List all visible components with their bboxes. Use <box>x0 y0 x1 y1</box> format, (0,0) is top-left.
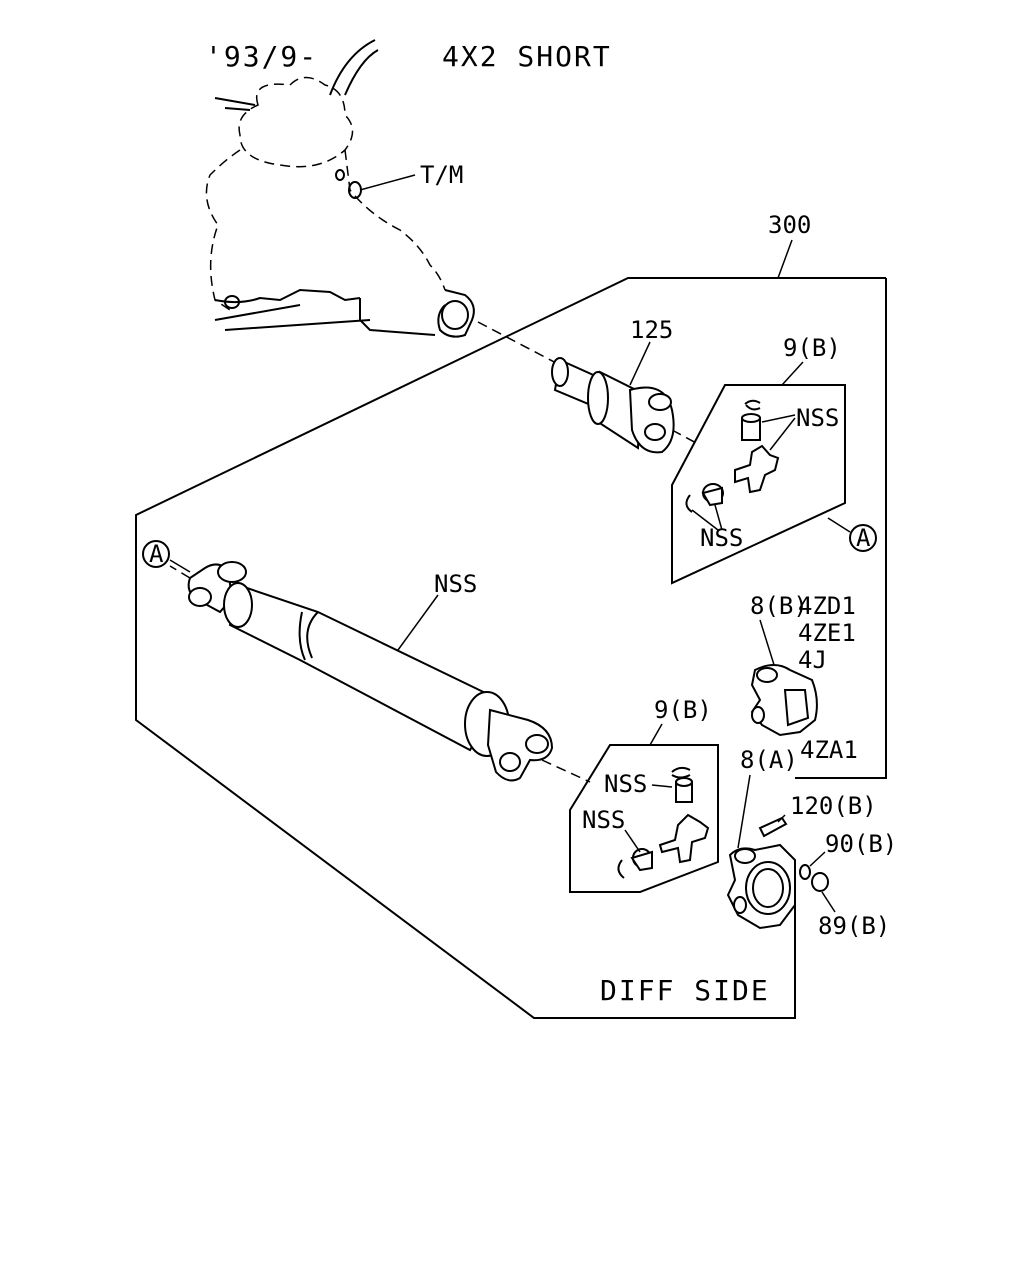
shaft-nss-leader <box>397 594 439 651</box>
shaft-axis-line-4 <box>169 565 191 579</box>
universal-joint-lower <box>617 766 710 879</box>
variant-label: 4X2 SHORT <box>442 40 612 73</box>
joint-kit-lower-leader <box>649 723 663 746</box>
joint-kit-lower-box <box>569 744 719 893</box>
nut-part <box>811 872 829 892</box>
ref-a-left-label: A <box>149 540 164 568</box>
nss-upper-leader-2 <box>769 417 796 451</box>
ref-a-upper-circle <box>849 524 877 552</box>
flange-yoke-a <box>726 843 796 930</box>
ref-a-upper-label: A <box>856 524 871 552</box>
joint-kit-upper-box <box>671 384 846 585</box>
shaft-axis-line-2 <box>671 429 701 446</box>
ref-a-upper-leader <box>827 517 851 533</box>
bolt-leader <box>777 814 786 823</box>
flange-yoke-b-leader <box>759 619 776 669</box>
joint-kit-upper-leader <box>781 361 804 386</box>
assembly-boundary <box>135 277 887 1019</box>
engine-a-label: 4ZA1 <box>800 736 858 764</box>
washer-leader <box>809 851 826 867</box>
engine-b-line-2: 4ZE1 <box>798 619 856 647</box>
tm-leader-line <box>359 174 416 191</box>
sleeve-yoke <box>551 357 675 454</box>
washer-part <box>799 864 811 880</box>
transmission-housing <box>205 39 475 338</box>
bolt-part <box>758 816 788 838</box>
yoke-part-label: 125 <box>630 316 673 344</box>
bolt-label: 120(B) <box>790 792 877 820</box>
nss-lower-leader-1 <box>651 784 673 788</box>
assembly-leader-line <box>777 239 793 279</box>
transmission-label: T/M <box>420 161 463 189</box>
nss-lower-label-1: NSS <box>604 770 647 798</box>
ref-a-left-circle <box>142 540 170 568</box>
nss-upper-label-2: NSS <box>700 524 743 552</box>
nss-upper-leader-1 <box>761 414 796 423</box>
yoke-leader-line <box>629 341 651 386</box>
propeller-shaft-tube <box>187 561 554 782</box>
shaft-axis-line-3 <box>541 759 591 783</box>
nut-label: 89(B) <box>818 912 890 940</box>
flange-yoke-b-label: 8(B) <box>750 592 808 620</box>
nss-lower-label-2: NSS <box>582 806 625 834</box>
nss-upper-leader-3 <box>691 509 719 531</box>
universal-joint-upper <box>685 399 780 513</box>
nss-lower-leader-2 <box>624 829 641 853</box>
joint-kit-upper-label: 9(B) <box>783 334 841 362</box>
engine-b-line-3: 4J <box>798 646 827 674</box>
flange-yoke-a-label: 8(A) <box>740 746 798 774</box>
assembly-number-label: 300 <box>768 211 811 239</box>
nss-upper-label-1: NSS <box>796 404 839 432</box>
joint-kit-lower-label: 9(B) <box>654 696 712 724</box>
flange-yoke-b <box>750 664 818 737</box>
nut-leader <box>821 891 836 913</box>
engine-b-line-1: 4ZD1 <box>798 592 856 620</box>
nss-upper-leader-4 <box>714 504 723 531</box>
flange-yoke-a-leader <box>737 774 751 849</box>
diff-side-label: DIFF SIDE <box>600 974 770 1007</box>
ref-a-left-leader <box>169 559 191 573</box>
date-range-label: '93/9- <box>205 40 318 73</box>
washer-label: 90(B) <box>825 830 897 858</box>
shaft-nss-label: NSS <box>434 570 477 598</box>
